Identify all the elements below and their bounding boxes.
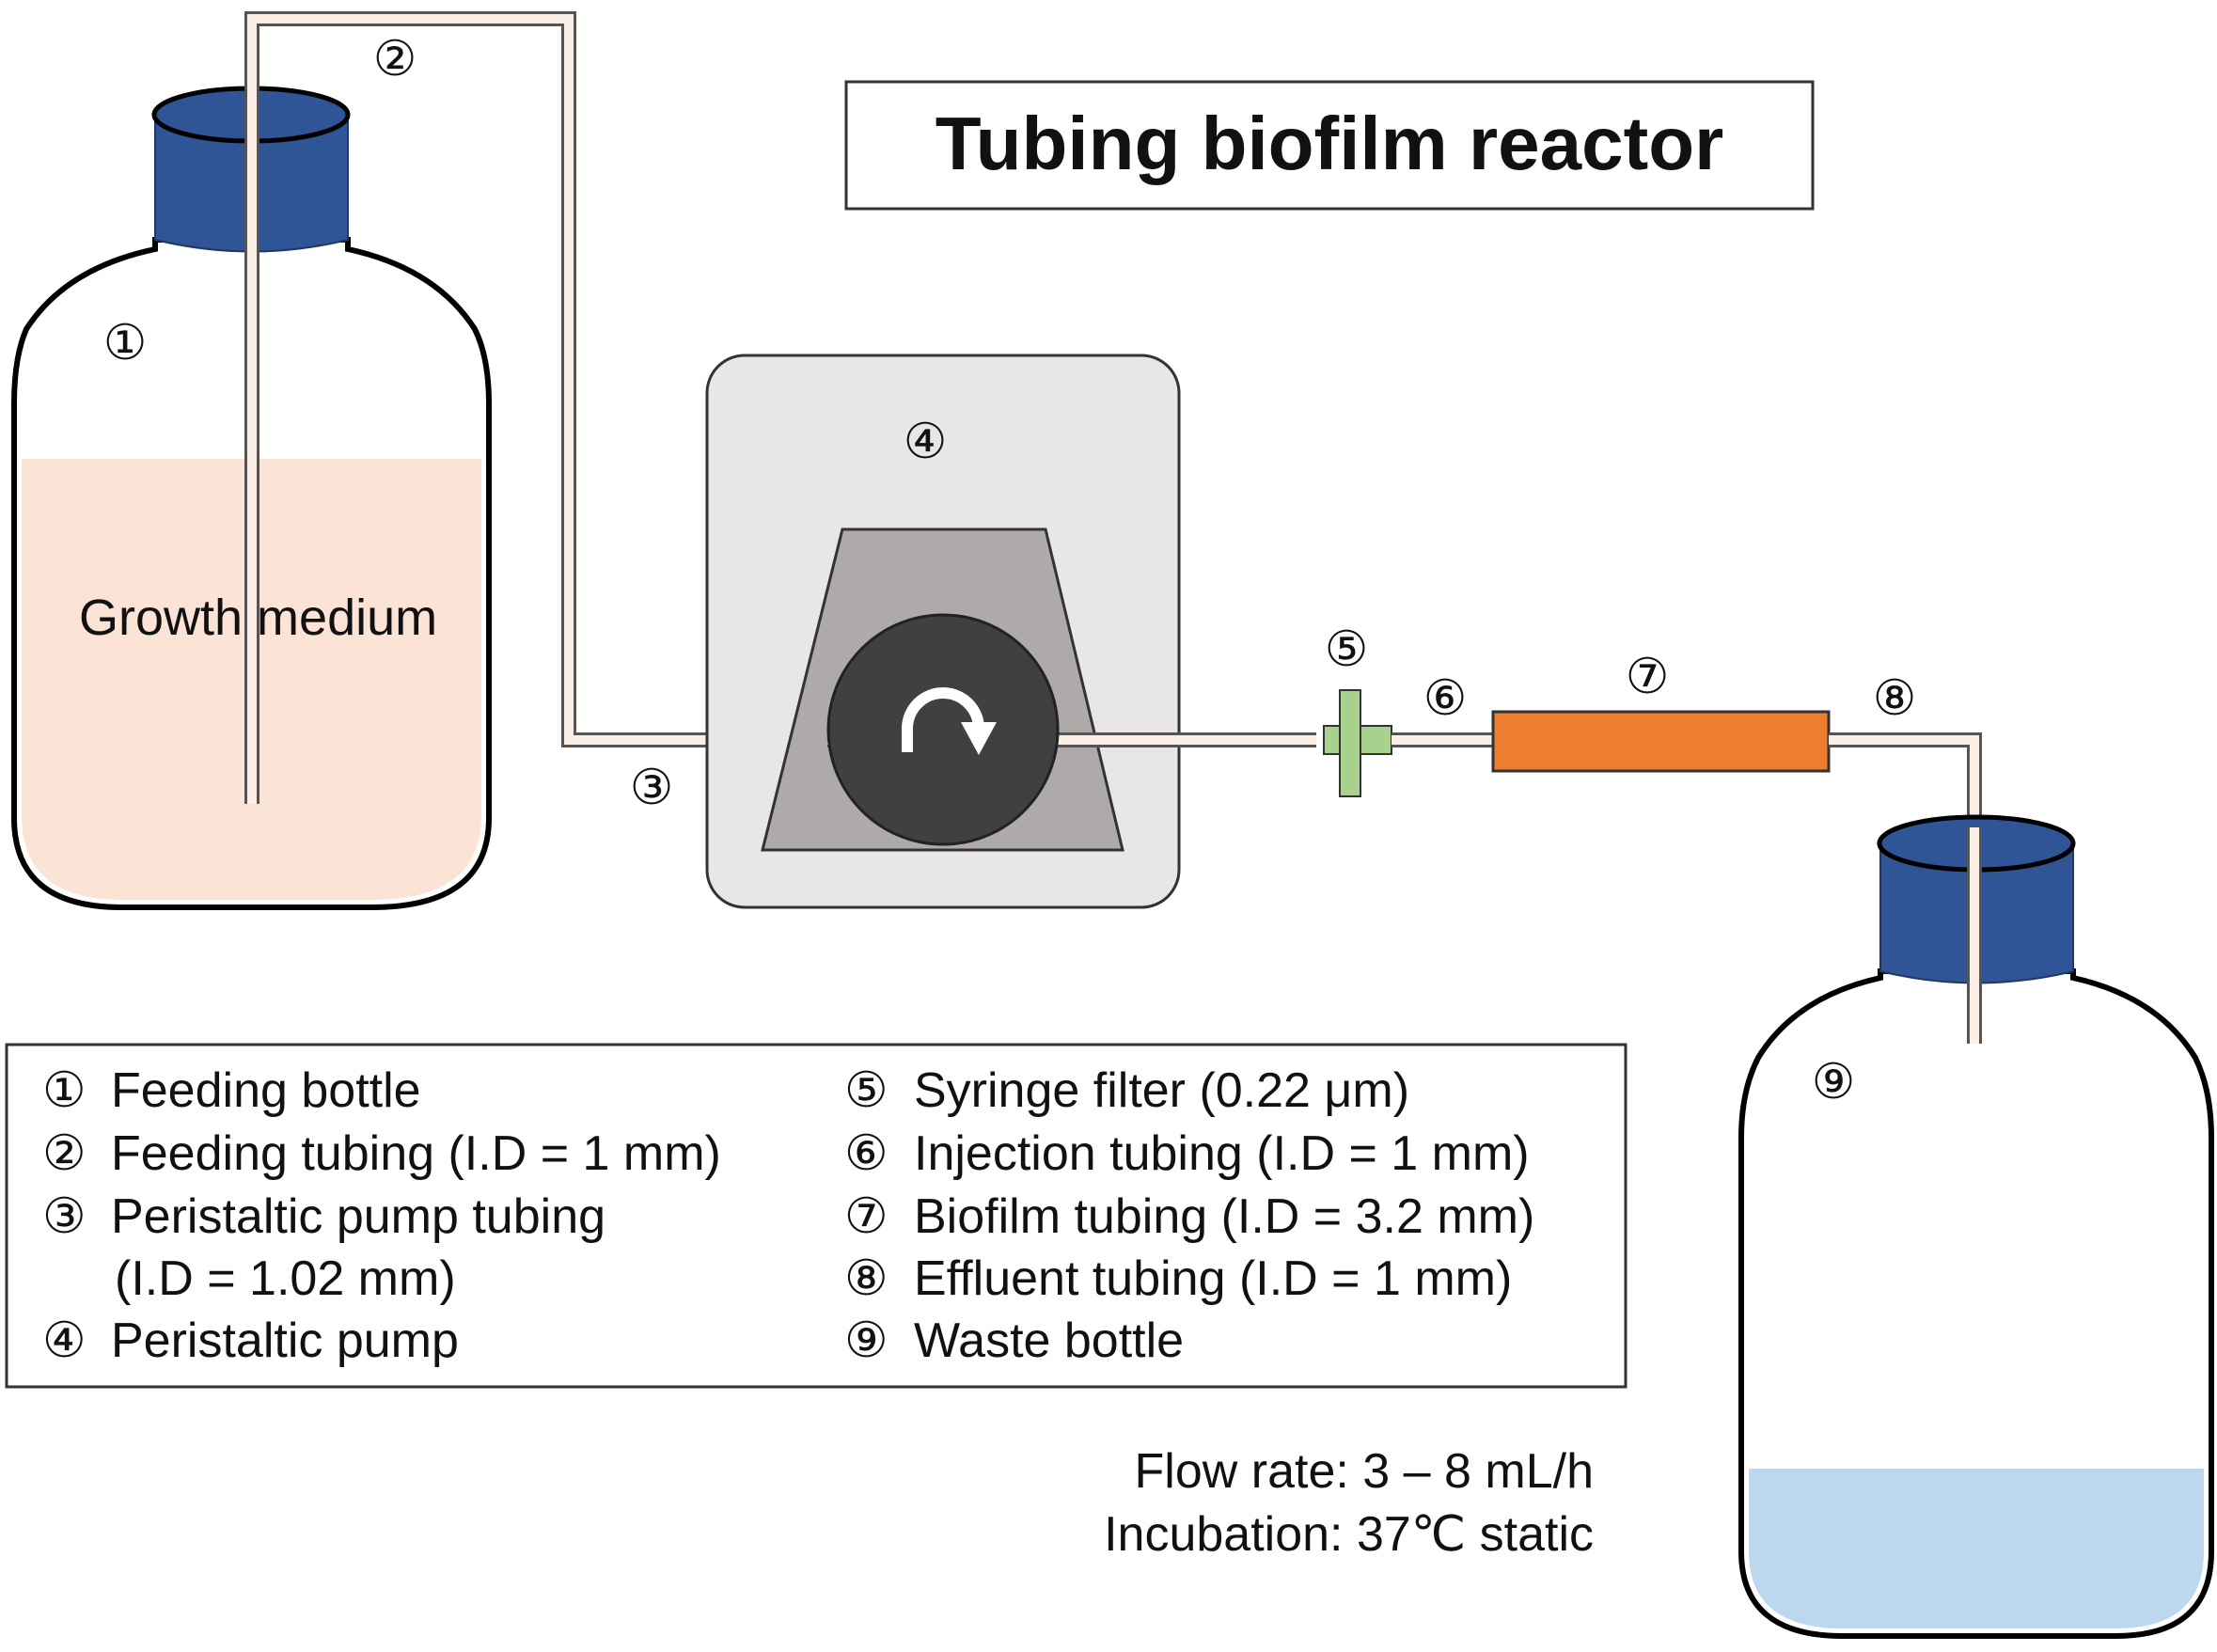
legend-right-text-2: Injection tubing (I.D = 1 mm) — [914, 1126, 1530, 1181]
legend-box — [5, 1043, 1627, 1389]
legend-left-text-1: Feeding bottle — [111, 1063, 421, 1118]
legend-left-num-3: ③ — [42, 1189, 86, 1244]
rotation-arrow-icon — [902, 687, 997, 755]
peristaltic-pump: ④ — [705, 354, 1316, 909]
incubation-text: Incubation: 37℃ static — [1104, 1507, 1594, 1562]
pump-tubing-marker: ③ — [630, 761, 674, 815]
feeding-bottle-marker: ① — [103, 316, 148, 370]
legend-right-num-1: ⑤ — [844, 1063, 888, 1118]
legend-left-text-2: Feeding tubing (I.D = 1 mm) — [111, 1126, 721, 1181]
syringe-filter — [1323, 689, 1392, 797]
legend-right-text-1: Syringe filter (0.22 μm) — [914, 1063, 1409, 1118]
waste-bottle-marker: ⑨ — [1812, 1055, 1856, 1109]
legend-right-num-3: ⑦ — [844, 1189, 888, 1244]
legend-right-num-5: ⑨ — [844, 1314, 888, 1368]
legend-left-text-5: Peristaltic pump — [111, 1314, 459, 1368]
legend-left-num-5: ④ — [42, 1314, 86, 1368]
title-box — [844, 80, 1815, 211]
legend-right-text-5: Waste bottle — [914, 1314, 1184, 1368]
legend-right-num-2: ⑥ — [844, 1126, 888, 1181]
legend: ① Feeding bottle ② Feeding tubing (I.D =… — [5, 1043, 1627, 1389]
diagram-title: Tubing biofilm reactor — [936, 102, 1724, 185]
waste-liquid — [1749, 1469, 2204, 1628]
legend-right-num-4: ⑧ — [844, 1251, 888, 1306]
pump-marker: ④ — [904, 415, 948, 469]
legend-left-text-4: (I.D = 1.02 mm) — [115, 1251, 456, 1306]
legend-right-text-4: Effluent tubing (I.D = 1 mm) — [914, 1251, 1512, 1306]
injection-tubing-marker: ⑥ — [1423, 671, 1468, 726]
filter-marker: ⑤ — [1325, 622, 1369, 677]
legend-left-text-3: Peristaltic pump tubing — [111, 1189, 605, 1244]
flow-rate-text: Flow rate: 3 – 8 mL/h — [1135, 1444, 1594, 1499]
feeding-tubing-marker: ② — [373, 32, 417, 87]
biofilm-tubing — [1491, 710, 1831, 773]
legend-left-num-1: ① — [42, 1063, 86, 1118]
feeding-tubing — [244, 11, 837, 804]
biofilm-tubing-marker: ⑦ — [1626, 650, 1670, 704]
effluent-tubing-marker: ⑧ — [1873, 671, 1917, 726]
legend-left-num-2: ② — [42, 1126, 86, 1181]
legend-right-text-3: Biofilm tubing (I.D = 3.2 mm) — [914, 1189, 1534, 1244]
waste-bottle: ⑨ — [1738, 814, 2214, 1639]
pump-rotor — [826, 613, 1060, 846]
